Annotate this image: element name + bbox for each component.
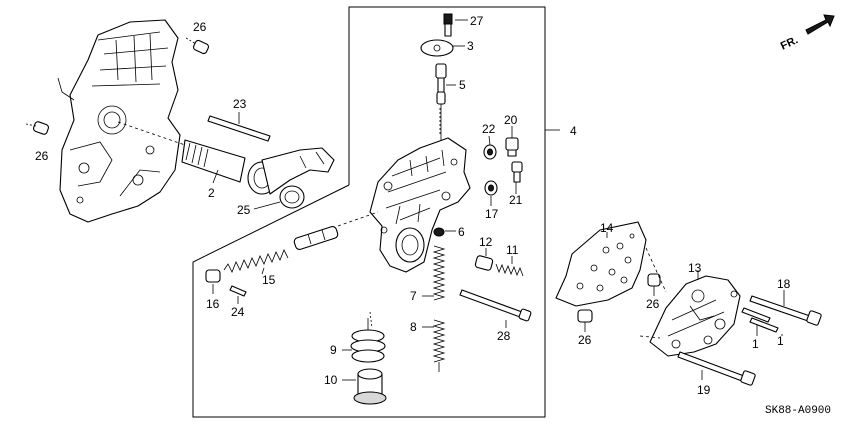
catalog-code: SK88-A0900	[765, 405, 831, 417]
bolt-19	[677, 351, 756, 386]
callout-26-left: 26	[35, 149, 49, 163]
callout-21: 21	[509, 193, 523, 207]
callout-6: 6	[458, 225, 465, 239]
callout-4: 4	[570, 124, 577, 138]
piston-valve	[293, 225, 339, 251]
dowel-pin-26-plate	[647, 273, 661, 296]
callout-13: 13	[688, 261, 702, 275]
bolt-21	[511, 161, 523, 194]
dowel-16	[205, 269, 221, 294]
callout-25: 25	[237, 203, 251, 217]
separator-plate-14	[555, 221, 647, 307]
spring-11	[495, 256, 524, 277]
callout-17: 17	[485, 207, 499, 221]
callout-27: 27	[470, 14, 484, 28]
spring-15	[223, 249, 289, 275]
callout-14: 14	[600, 221, 614, 235]
assembly-frame	[192, 6, 546, 418]
callout-19: 19	[697, 383, 711, 397]
callout-26-lower: 26	[578, 333, 592, 347]
cover-plate-3	[420, 39, 465, 57]
callout-15: 15	[262, 273, 276, 287]
seal-17	[484, 180, 498, 206]
callout-16: 16	[206, 297, 220, 311]
valve-body	[369, 137, 471, 273]
callout-1-right: 1	[777, 334, 784, 348]
callout-12: 12	[479, 235, 493, 249]
spring-8	[422, 319, 446, 372]
bolt-27	[443, 13, 468, 37]
valve-5	[435, 63, 456, 140]
valve-12	[474, 248, 494, 271]
dowel-pin-26-lower	[577, 309, 593, 332]
callout-23: 23	[233, 97, 247, 111]
callout-2: 2	[208, 186, 215, 200]
pin-24	[229, 285, 247, 304]
callout-26-plate: 26	[646, 297, 660, 311]
callout-18: 18	[777, 277, 791, 291]
callout-7: 7	[410, 289, 417, 303]
rod-23	[207, 112, 271, 142]
cap-6	[433, 227, 456, 237]
front-direction-label: FR.	[779, 34, 800, 52]
piston-10	[342, 368, 387, 405]
seal-22	[483, 135, 497, 160]
callout-10: 10	[324, 373, 338, 387]
bolt-18	[749, 290, 822, 326]
bolt-28	[459, 289, 532, 328]
o-ring-25	[253, 185, 305, 210]
callout-22: 22	[482, 122, 496, 136]
callout-3: 3	[467, 39, 474, 53]
callout-20: 20	[504, 113, 518, 127]
callout-24: 24	[231, 305, 245, 319]
valve-body-13	[649, 270, 741, 357]
transmission-housing	[57, 19, 181, 223]
shift-shaft-2	[181, 139, 335, 195]
spring-9	[342, 318, 386, 363]
plug-20	[505, 126, 519, 157]
callout-8: 8	[410, 320, 417, 334]
dowel-pin-26-left	[25, 121, 49, 135]
spring-7	[422, 245, 446, 301]
callout-11: 11	[506, 243, 519, 257]
dowel-pin-26-upper	[185, 37, 210, 55]
pin-1-right	[749, 317, 783, 336]
callout-1-left: 1	[752, 337, 759, 351]
callout-5: 5	[459, 78, 466, 92]
callout-26-upper: 26	[193, 20, 207, 34]
callout-9: 9	[330, 343, 337, 357]
callout-28: 28	[497, 329, 511, 343]
front-direction-arrow-icon	[805, 14, 835, 35]
